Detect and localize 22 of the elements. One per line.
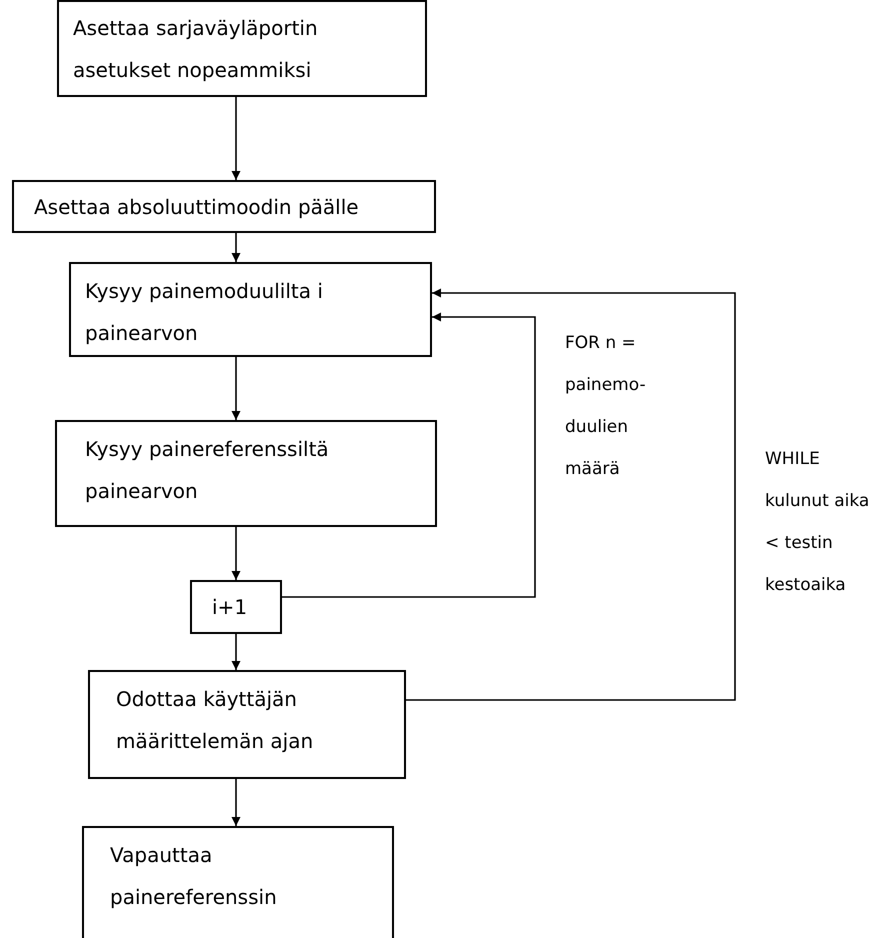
arrow [406,288,736,701]
process-box [190,580,282,634]
box-text: Vapauttaa painereferenssin [110,842,278,911]
box-text: Kysyy painereferenssiltä painearvon [85,436,330,505]
arrow [232,233,240,262]
arrow [232,527,240,580]
arrow [232,634,240,670]
arrow [232,779,240,826]
box-text: Asettaa sarjaväyläportin asetukset nopeammiksi [73,15,319,84]
process-box [82,826,394,938]
process-box [69,262,432,357]
arrow [282,312,536,598]
box-text: Kysyy painemoduulilta i painearvon [85,278,324,347]
process-box [57,0,427,97]
arrow [232,357,240,420]
process-box [88,670,406,779]
box-text: Odottaa käyttäjän määrittelemän ajan [116,686,314,755]
box-text: Asettaa absoluuttimoodin päälle [34,194,359,221]
arrow [232,97,240,180]
process-box [55,420,437,527]
process-box [12,180,436,233]
box-text: i+1 [212,594,248,621]
